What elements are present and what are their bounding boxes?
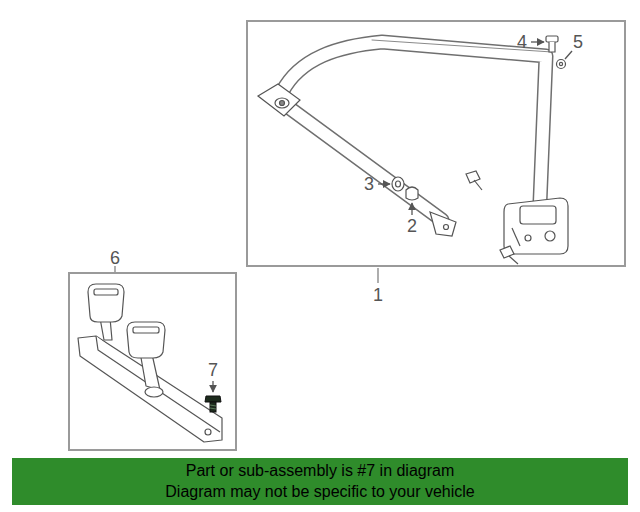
buckles [94,289,118,295]
callout-arrows [378,183,390,184]
shoulder-belt [282,42,546,202]
highlighted-bolt [205,396,221,402]
buckles [88,284,165,358]
callout-holder: 3 [357,174,381,194]
callout-number: 4 [510,32,534,52]
callout-arrows [531,41,544,42]
callout-number: 6 [105,248,125,268]
buckle-strap [145,387,163,397]
shoulder-belt [284,104,442,220]
heading-leaders [377,268,378,283]
belt-guide [275,98,289,108]
heading-leaders [115,266,378,283]
belt-guide [258,84,300,116]
belt-anchor [430,212,456,236]
bolts [500,246,514,258]
retractor [525,235,531,241]
callout-arrows [212,381,213,392]
bolts [509,256,518,264]
buckles [88,284,124,322]
buckle-strap [78,318,222,442]
belt-guide [280,101,285,106]
bolts [406,187,418,200]
belt-guide [258,84,300,116]
callout-number: 7 [201,360,225,380]
buckles [127,322,165,358]
shoulder-belt [282,42,546,202]
callout-number: 3 [357,174,381,194]
callout-holder: 7 [201,360,225,380]
belt-anchor [444,225,449,230]
callout-arrows [411,203,412,215]
shoulder-belt [282,40,552,220]
bolts [557,60,566,69]
notice-text: Part or sub-assembly is #7 in diagram [12,460,628,481]
retractor [504,198,568,254]
bolts [392,36,566,264]
bolts [474,180,482,190]
notice-text: Diagram may not be specific to your vehi… [12,481,628,502]
callout-number: 1 [368,285,388,305]
belt-anchor [430,212,456,236]
callout-arrows [213,42,572,392]
bolts [392,177,404,191]
retractor [512,228,520,246]
bolts [549,42,555,52]
callout-number: 5 [566,32,590,52]
notice-band: Part or sub-assembly is #7 in diagramDia… [12,458,628,505]
callout-holder: 4 [510,32,534,52]
highlighted-bolt [210,402,216,412]
callout-number: 2 [400,216,424,236]
callout-arrows [565,51,572,59]
callout-holder: 2 [400,216,424,236]
highlighted-bolt [205,396,221,412]
bolts [546,36,558,42]
buckles [133,327,159,333]
retractor [504,198,568,254]
shoulder-belt [284,104,442,220]
callout-holder: 5 [566,32,590,52]
bolts [559,62,562,65]
bolts [466,171,480,183]
bolts [396,181,401,187]
buckle-strap [205,429,211,435]
retractor [520,206,556,224]
illustration-frame: 1 [246,20,626,267]
highlighted-bolt [210,405,216,409]
retractor [545,231,555,241]
